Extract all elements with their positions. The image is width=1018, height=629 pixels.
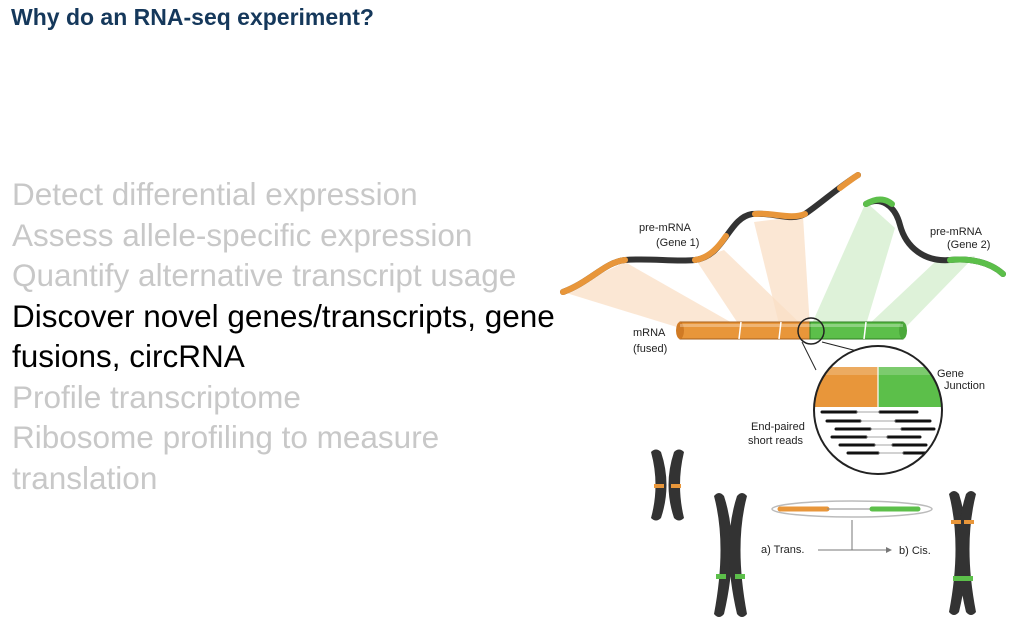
mrna-seam-1	[738, 321, 742, 340]
paired-reads	[820, 410, 936, 455]
label-pre-mrna-1: pre-mRNA	[639, 222, 692, 234]
chromosome-3	[949, 491, 976, 615]
projection-gene2-a	[810, 202, 895, 328]
label-reads-1: End-paired	[751, 421, 805, 433]
bullet-list: Detect differential expression Assess al…	[12, 174, 557, 498]
zoom-line-left	[801, 341, 817, 371]
bullet-allele-specific: Assess allele-specific expression	[12, 216, 473, 253]
mrna-highlight	[680, 324, 903, 327]
mrna-cap-left	[676, 322, 684, 339]
label-pre-mrna-2-sub: (Gene 2)	[947, 239, 990, 251]
gene1-exon-1	[560, 257, 628, 295]
chromosome-1	[651, 449, 684, 521]
gene2-exon-2	[947, 256, 1006, 277]
gene1-exon-4	[837, 172, 861, 191]
bracket-arrow-right	[886, 547, 892, 553]
slide-title: Why do an RNA-seq experiment?	[11, 4, 374, 30]
label-pre-mrna-1-sub: (Gene 1)	[656, 237, 699, 249]
mrna-cap-right	[899, 322, 907, 339]
gene1-exon-2	[692, 233, 729, 263]
label-gene-junction-1: Gene	[937, 368, 964, 380]
bullet-ribosome-profiling: Ribosome profiling to measure translatio…	[12, 419, 440, 496]
label-gene-junction-2: Junction	[944, 380, 985, 392]
mrna-seam-3	[863, 321, 867, 340]
projection-gene1-a	[563, 262, 741, 328]
bullet-differential-expression: Detect differential expression	[12, 176, 418, 212]
label-reads-2: short reads	[748, 435, 804, 447]
label-trans: a) Trans.	[761, 544, 804, 556]
chromosome-2	[714, 493, 747, 617]
gene1-exon-3	[752, 210, 808, 220]
junction-small-circle	[797, 317, 825, 345]
projection-gene2-b	[865, 256, 975, 328]
label-mrna: mRNA	[633, 327, 666, 339]
label-cis: b) Cis.	[899, 545, 931, 557]
label-mrna-sub: (fused)	[633, 343, 667, 355]
bullet-alternative-transcript: Quantify alternative transcript usage	[12, 257, 517, 293]
label-pre-mrna-2: pre-mRNA	[930, 226, 983, 238]
mrna-seam-2	[778, 321, 782, 340]
bullet-profile-transcriptome: Profile transcriptome	[12, 378, 301, 415]
projection-gene1-c	[754, 216, 810, 328]
gene2-exon-1	[863, 196, 895, 207]
junction-zoom-circle	[813, 345, 943, 475]
fusion-read-ellipse	[771, 500, 933, 518]
bullet-novel-genes: Discover novel genes/transcripts, gene f…	[12, 297, 555, 375]
